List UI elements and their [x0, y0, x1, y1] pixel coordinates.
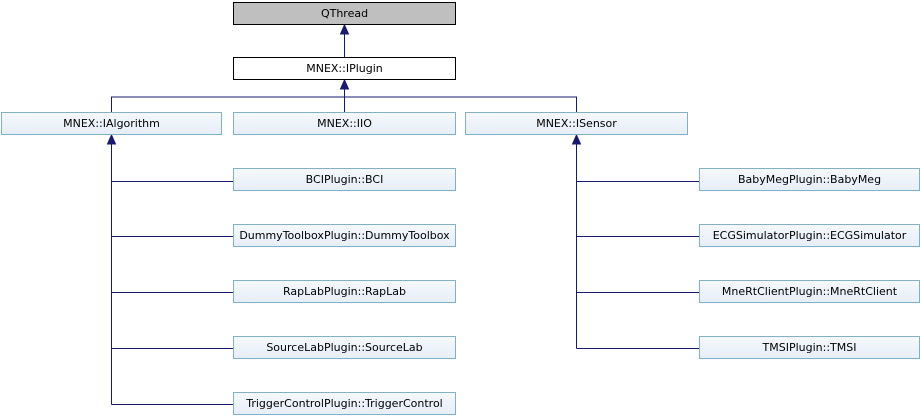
- arrowhead-isensor: [571, 133, 582, 145]
- node-ecg-simulator[interactable]: ECGSimulatorPlugin::ECGSimulator: [699, 224, 920, 247]
- node-sourcelab[interactable]: SourceLabPlugin::SourceLab: [233, 336, 456, 359]
- node-iplugin[interactable]: MNEX::IPlugin: [233, 57, 456, 80]
- node-bci[interactable]: BCIPlugin::BCI: [233, 168, 456, 191]
- node-raplab[interactable]: RapLabPlugin::RapLab: [233, 280, 456, 303]
- edge-ialgorithm-iplugin: [111, 96, 345, 112]
- arrowhead-qthread: [339, 23, 350, 35]
- node-mnertclient[interactable]: MneRtClientPlugin::MneRtClient: [699, 280, 920, 303]
- node-trigger-control[interactable]: TriggerControlPlugin::TriggerControl: [233, 392, 456, 415]
- node-isensor[interactable]: MNEX::ISensor: [465, 112, 688, 135]
- node-dummy-toolbox[interactable]: DummyToolboxPlugin::DummyToolbox: [233, 224, 456, 247]
- node-ialgorithm[interactable]: MNEX::IAlgorithm: [1, 112, 222, 135]
- edge-isensor-iplugin: [344, 96, 577, 112]
- node-iio[interactable]: MNEX::IIO: [233, 112, 456, 135]
- node-babymeg[interactable]: BabyMegPlugin::BabyMeg: [699, 168, 920, 191]
- arrowhead-iplugin: [339, 78, 350, 90]
- node-tmsi[interactable]: TMSIPlugin::TMSI: [699, 336, 920, 359]
- node-qthread[interactable]: QThread: [233, 2, 456, 25]
- arrowhead-ialgorithm: [106, 133, 117, 145]
